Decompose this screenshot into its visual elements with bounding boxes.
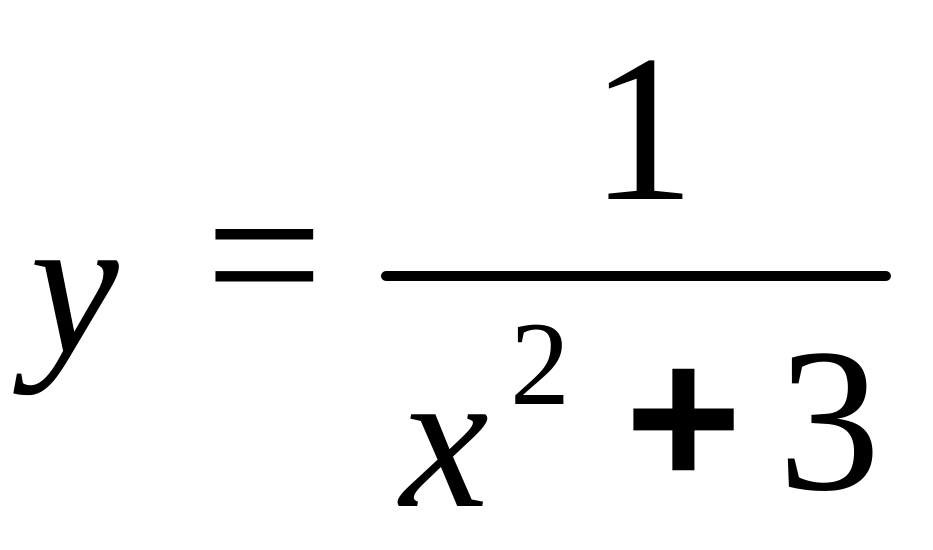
math-equation: y = 1 x 2 + 3 — [30, 13, 891, 540]
denominator-plus-sign: + — [625, 306, 742, 529]
fraction-bar — [381, 271, 891, 281]
equals-sign: = — [205, 139, 324, 371]
equation-lhs-variable: y — [30, 175, 119, 396]
fraction-numerator: 1 — [590, 13, 695, 245]
denominator-exponent: 2 — [510, 297, 570, 430]
denominator-variable: x — [400, 329, 489, 550]
denominator-constant: 3 — [778, 307, 881, 534]
